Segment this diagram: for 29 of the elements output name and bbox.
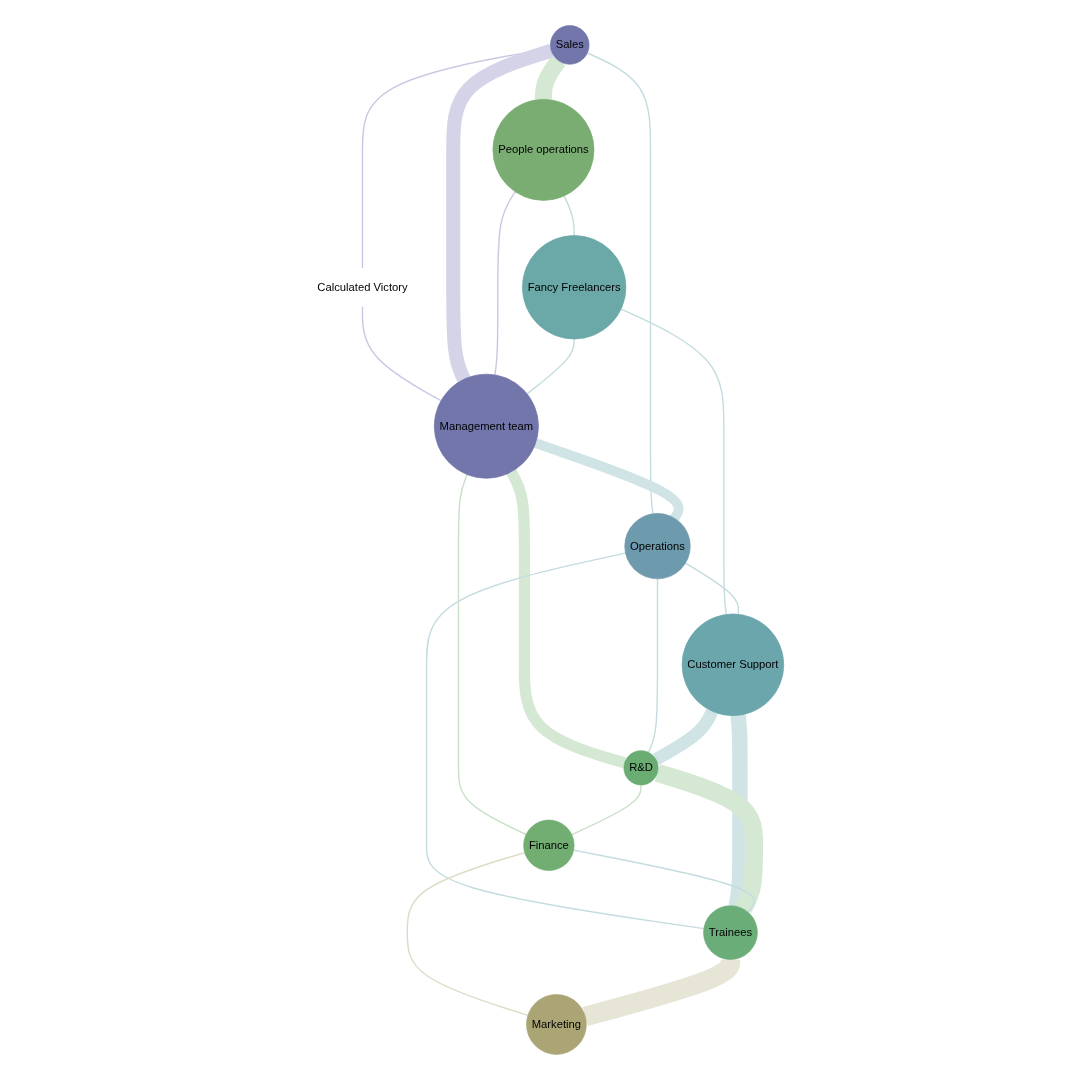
connector [647,578,659,754]
node-circle: R&D [623,750,659,786]
node-circle: Finance [523,819,575,871]
node-text: Calculated Victory [317,280,408,293]
connector [534,438,684,521]
node-circle: Operations [624,513,691,580]
connector [446,44,554,383]
node-circle: Management team [433,373,539,479]
node-circle: Sales [550,25,590,65]
connector [586,52,654,515]
connector [494,191,517,376]
connector [620,308,727,616]
connector [684,562,740,615]
connector [571,784,642,836]
connector [406,851,529,1017]
connector [425,552,705,930]
connector [572,849,755,913]
node-circle: Customer Support [681,613,785,716]
connector [526,338,575,395]
node-circle: Trainees [703,905,758,960]
node-circle: Marketing [526,994,587,1055]
node-circle: Fancy Freelancers [522,235,627,340]
node-circle: People operations [492,99,595,201]
connector [457,473,527,836]
connector [654,764,764,915]
connector [361,305,442,402]
connector [652,708,718,765]
connector [506,469,627,769]
connector [563,195,575,237]
